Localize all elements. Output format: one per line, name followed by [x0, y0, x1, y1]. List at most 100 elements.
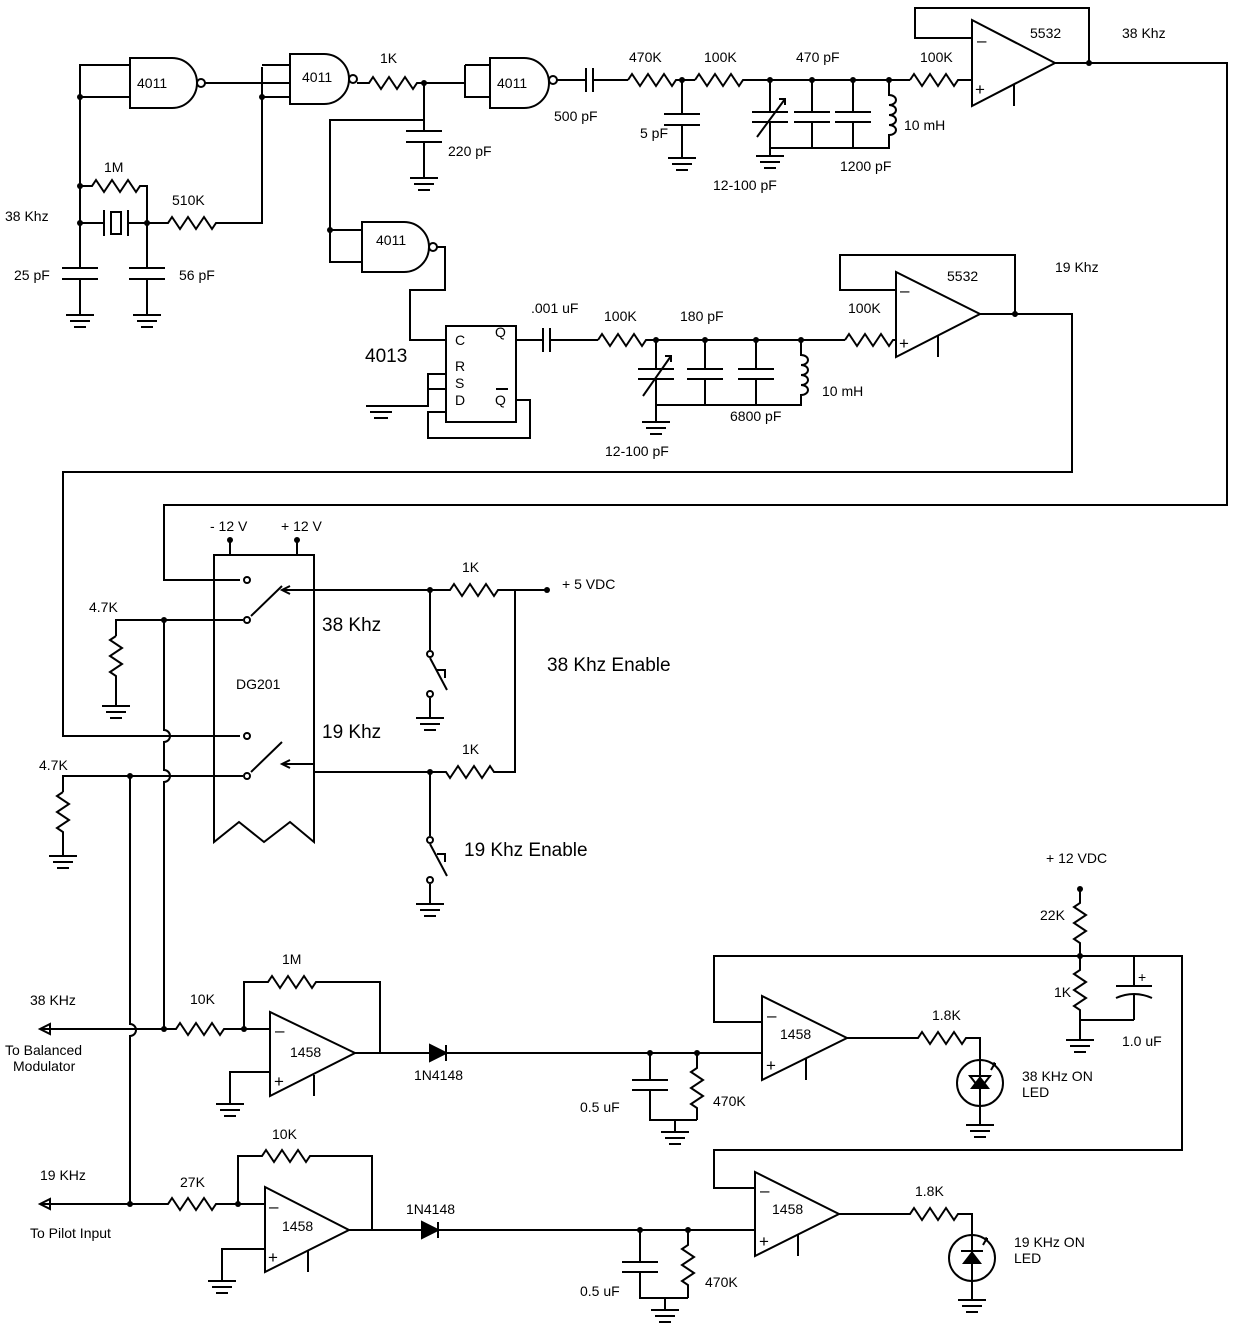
enable-switch-19khz[interactable]	[416, 772, 448, 917]
wire-reference	[713, 955, 1183, 1189]
label-1458-b: 1458	[780, 1026, 811, 1042]
label-38khz-top: 38 Khz	[1122, 25, 1166, 41]
label-1458-a: 1458	[290, 1044, 321, 1060]
enable-switch-38khz[interactable]	[416, 590, 448, 731]
wire-38khz-bus	[163, 620, 171, 1029]
label-100k-a: 100K	[704, 49, 737, 65]
cap-1200pf	[835, 80, 871, 148]
label-5532-a: 5532	[1030, 25, 1061, 41]
label-led-19: 19 KHz ON	[1014, 1234, 1085, 1250]
cap-res-filter-b	[622, 1230, 696, 1323]
label-dg201: DG201	[236, 676, 281, 692]
label-12-100pf-a: 12-100 pF	[713, 177, 777, 193]
filter-38khz: 4011 500 pF 470K 5 pF 100K 470 pF 1200 p…	[163, 7, 1228, 581]
divider-19khz: 4011 4013 C R S D Q Q .001 uF 100K 180 p…	[62, 221, 1099, 737]
resistor-10k-a	[164, 1021, 270, 1037]
label-10k-fb: 10K	[272, 1126, 298, 1142]
label-1n4148-a: 1N4148	[414, 1067, 463, 1083]
label-minus-f: –	[760, 1181, 770, 1200]
label-cap-plus: +	[1138, 969, 1146, 985]
label-minus-b: –	[900, 281, 910, 300]
label-to-balanced: To Balanced	[5, 1042, 82, 1058]
resistor-100k-d	[844, 332, 896, 348]
wire-38khz-out	[163, 7, 1228, 581]
label-out-38khz: 38 KHz	[30, 992, 76, 1008]
resistor-22k	[1072, 889, 1088, 956]
resistor-1-8k-a	[847, 1030, 981, 1060]
label-plus-e: +	[268, 1248, 278, 1267]
cap-6800pf	[738, 340, 774, 405]
resistor-1-8k-b	[839, 1206, 973, 1235]
resistor-4-7k-b	[49, 775, 243, 869]
inductor-10mh-a	[770, 80, 897, 149]
resistor-470k	[627, 72, 695, 88]
label-1-0uf: 1.0 uF	[1122, 1033, 1162, 1049]
label-plus-d: +	[766, 1056, 776, 1075]
label-10k-a: 10K	[190, 991, 216, 1007]
cap-180pf	[687, 340, 723, 405]
label-1k-osc: 1K	[380, 50, 398, 66]
ff-pin-q: Q	[495, 324, 506, 340]
label-180pf: 180 pF	[680, 308, 724, 324]
cap-220pf	[406, 83, 442, 191]
detector-38khz: 38 KHz To Balanced Modulator 10K 1M 1458…	[5, 951, 1183, 1189]
label-modulator: Modulator	[13, 1058, 76, 1074]
trimmer-cap-a	[752, 80, 788, 169]
label-minus-a: –	[977, 31, 987, 50]
cap-25pf	[62, 267, 98, 328]
label-5vdc: + 5 VDC	[562, 576, 615, 592]
label-6800pf: 6800 pF	[730, 408, 781, 424]
label-4-7k-b: 4.7K	[39, 757, 68, 773]
resistor-27k	[130, 1196, 265, 1212]
label-27k: 27K	[180, 1174, 206, 1190]
label-1n4148-b: 1N4148	[406, 1201, 455, 1217]
dg201-body	[213, 554, 315, 845]
label-led-19-word: LED	[1014, 1250, 1041, 1266]
resistor-100k-c	[597, 332, 845, 348]
label-001uf: .001 uF	[531, 300, 578, 316]
resistor-1k-ref	[1066, 956, 1134, 1053]
opamp-5532-b	[895, 270, 983, 359]
label-0-5uf-a: 0.5 uF	[580, 1099, 620, 1115]
wire-19khz-out	[62, 254, 1073, 737]
cap-470pf	[794, 80, 830, 148]
trimmer-cap-b	[638, 340, 674, 435]
label-4013: 4013	[365, 346, 407, 367]
opamp-1458-a	[269, 1010, 358, 1098]
output-19khz-arrow	[37, 1197, 130, 1211]
label-1k-b: 1K	[462, 741, 480, 757]
label-led-38: 38 KHz ON	[1022, 1068, 1093, 1084]
label-510k: 510K	[172, 192, 205, 208]
label-10mh-a: 10 mH	[904, 117, 945, 133]
label-plus-b: +	[899, 334, 909, 353]
label-100k-d: 100K	[848, 300, 881, 316]
label-10mh-b: 10 mH	[822, 383, 863, 399]
label-neg12v: - 12 V	[210, 518, 248, 534]
nand-3-label: 4011	[497, 75, 527, 91]
label-500pf: 500 pF	[554, 108, 598, 124]
label-22k: 22K	[1040, 907, 1066, 923]
reference-divider: + 12 VDC 22K 1K + 1.0 uF	[1040, 850, 1162, 1053]
label-12-100pf-b: 12-100 pF	[605, 443, 669, 459]
ff-pin-c: C	[455, 332, 465, 348]
label-1200pf: 1200 pF	[840, 158, 891, 174]
label-19khz-top: 19 Khz	[1055, 259, 1099, 275]
detector-19khz: 19 KHz To Pilot Input 27K 10K 1458 – + 1…	[30, 1126, 1085, 1323]
label-5pf: 5 pF	[640, 125, 668, 141]
nand-1-label: 4011	[137, 75, 167, 91]
cap-500pf	[557, 68, 628, 92]
diode-1n4148-a	[355, 1043, 762, 1063]
label-19khz-switch: 19 Khz	[322, 722, 381, 743]
nand-2-label: 4011	[302, 69, 332, 85]
label-220pf: 220 pF	[448, 143, 492, 159]
label-470k-a: 470K	[713, 1093, 746, 1109]
label-470k-b: 470K	[705, 1274, 738, 1290]
label-crystal-freq: 38 Khz	[5, 208, 49, 224]
ff-pin-qbar: Q	[495, 392, 506, 408]
ff-pin-r: R	[455, 358, 465, 374]
inductor-10mh-b	[656, 340, 809, 406]
label-1k-a: 1K	[462, 559, 480, 575]
nand-gate-3	[489, 57, 550, 109]
label-to-pilot: To Pilot Input	[30, 1225, 111, 1241]
